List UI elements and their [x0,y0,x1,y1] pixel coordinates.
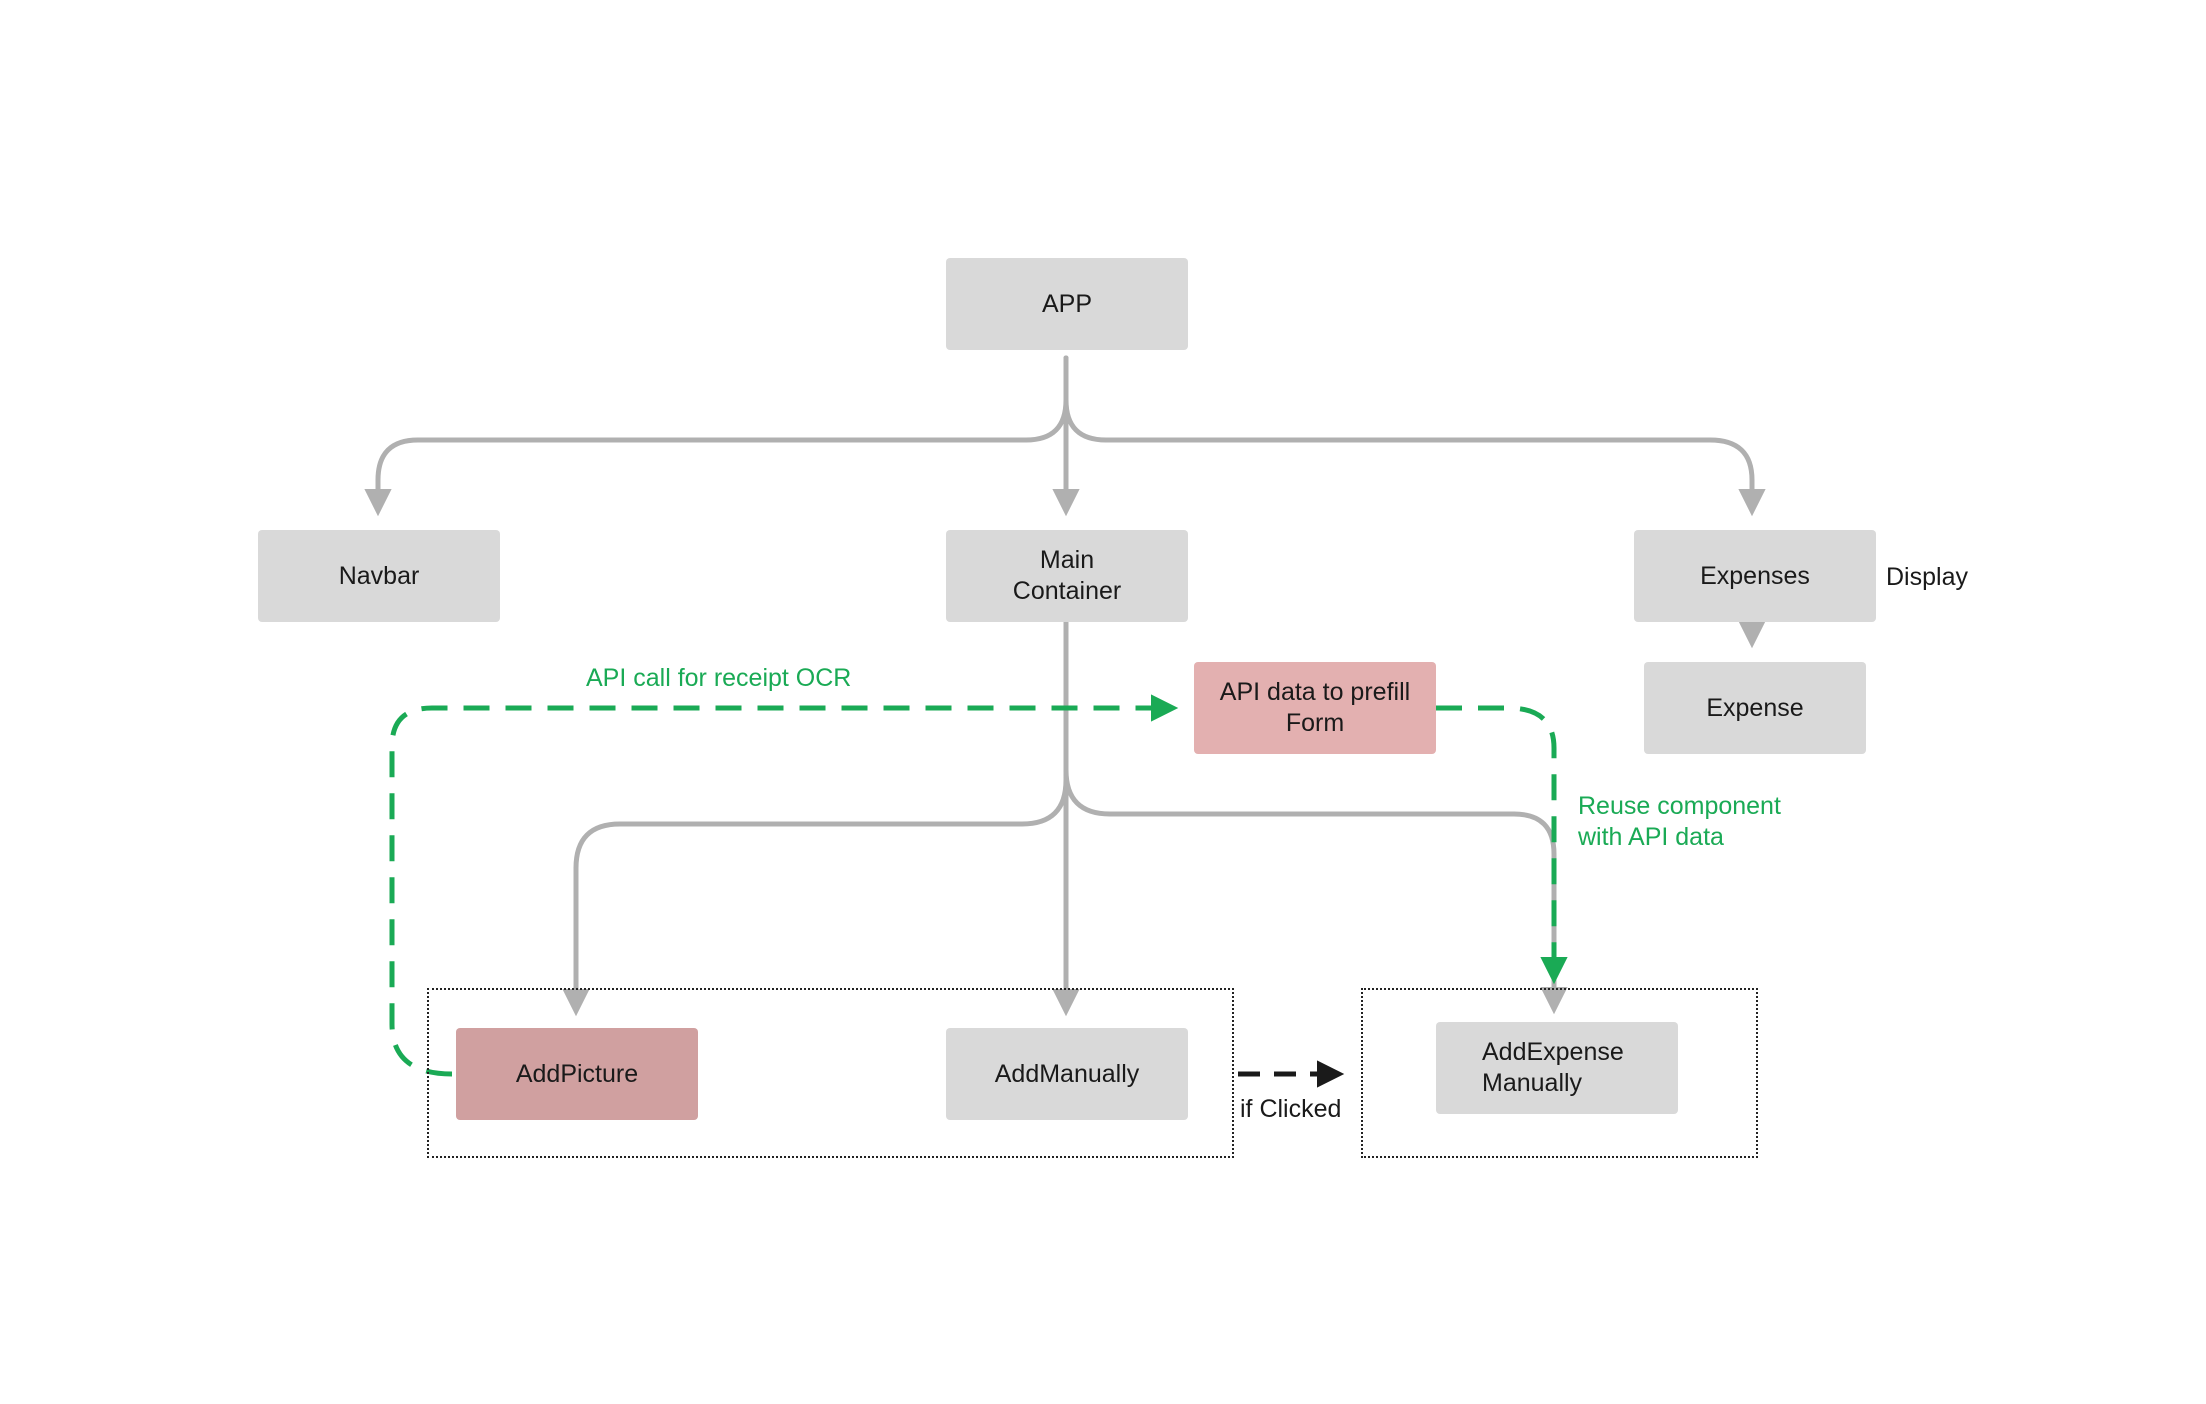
node-api-data-prefill-form[interactable]: API data to prefill Form [1194,662,1436,754]
node-add-expense-manually[interactable]: AddExpense Manually [1436,1022,1678,1114]
node-add-picture[interactable]: AddPicture [456,1028,698,1120]
display-label: Display [1886,563,1968,591]
node-app[interactable]: APP [946,258,1188,350]
connector-addpicture-to-api-data [389,694,1179,1077]
connector-app-to-expenses [1063,355,1766,517]
node-expenses[interactable]: Expenses [1634,530,1876,622]
input-methods-group [427,988,1234,1158]
add-expense-group [1361,988,1758,1158]
node-main-container[interactable]: Main Container [946,530,1188,622]
connector-app-to-navbar [364,355,1069,517]
api-call-label: API call for receipt OCR [586,664,852,692]
if-clicked-label: if Clicked [1240,1095,1342,1123]
reuse-component-label: Reuse component with API data [1578,792,1781,851]
node-navbar[interactable]: Navbar [258,530,500,622]
node-expense[interactable]: Expense [1644,662,1866,754]
connector-main-to-addpicture [562,613,1069,1017]
node-add-manually[interactable]: AddManually [946,1028,1188,1120]
connector-api-data-to-addexpense [1436,705,1568,985]
